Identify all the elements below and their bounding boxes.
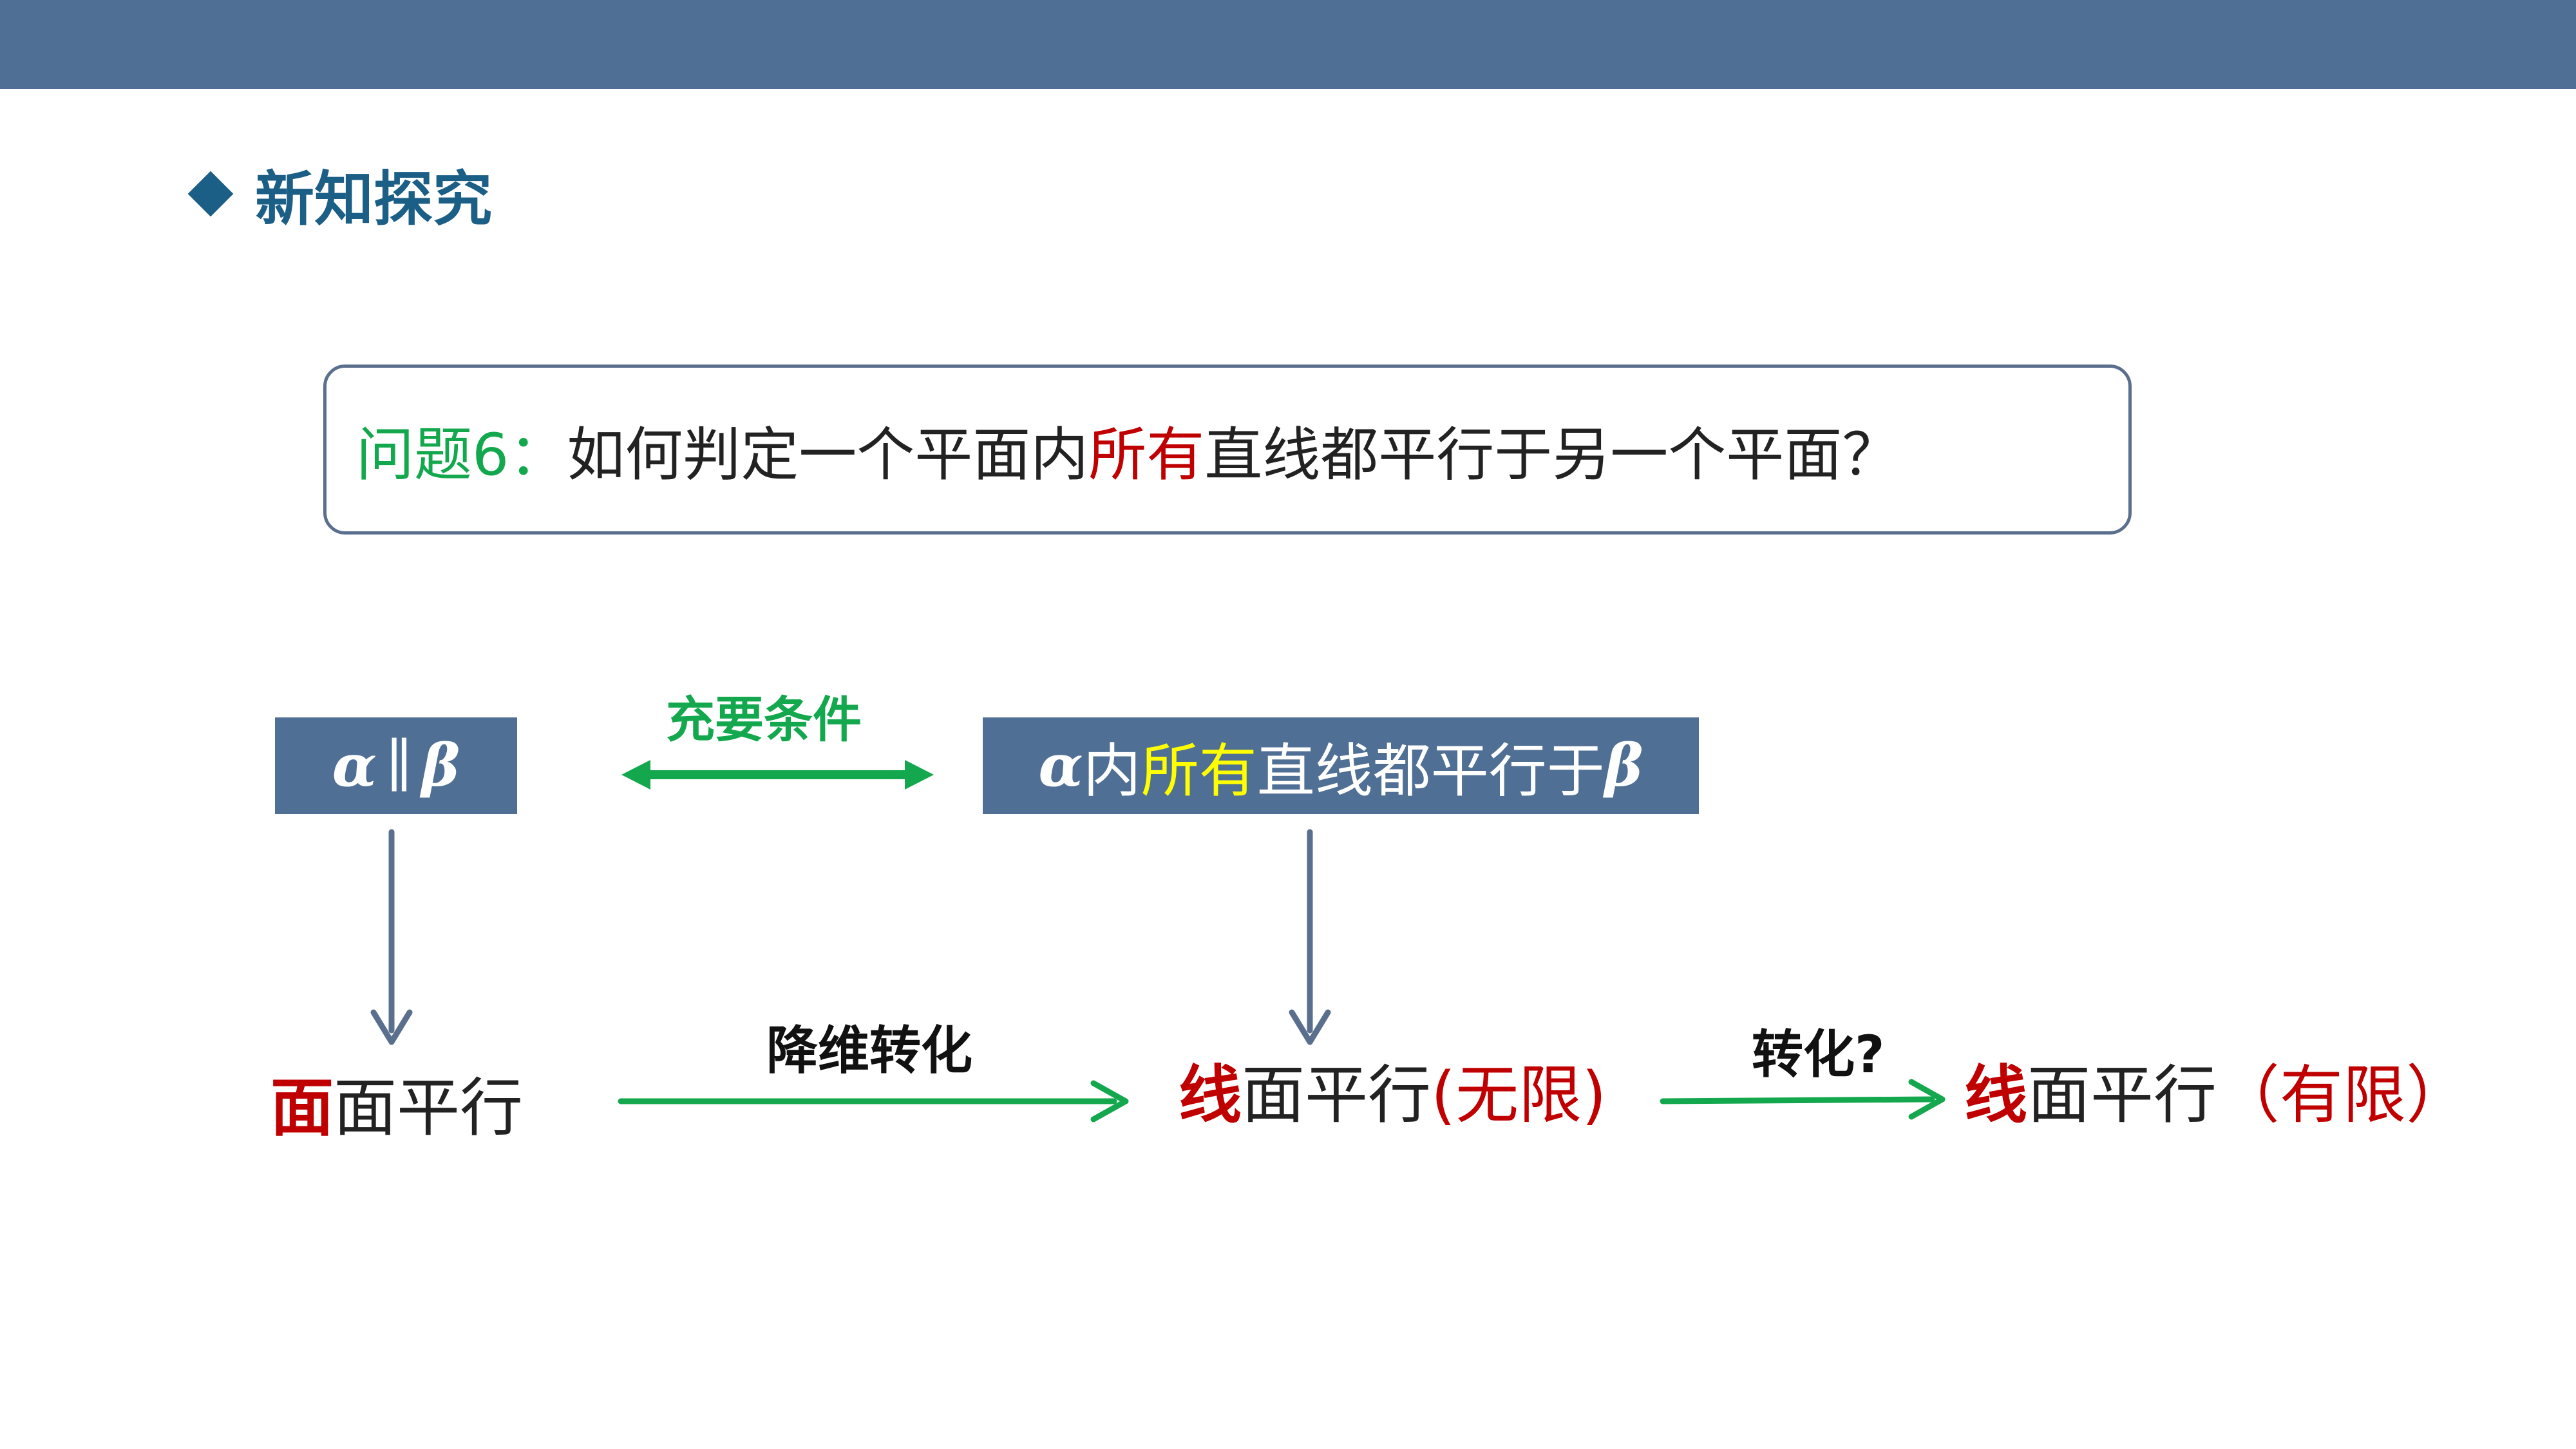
- alpha-symbol: α: [332, 732, 377, 800]
- top-bar: [0, 0, 2576, 89]
- question-text-part2: 直线都平行于另一个平面？: [1204, 421, 1900, 489]
- line-face-finite-label: 线面平行（有限）: [1964, 1064, 2469, 1127]
- all-lines-highlight: 所有: [1141, 737, 1257, 805]
- line-face-infinite-rest: 面平行: [1242, 1059, 1432, 1132]
- all-lines-box: α 内 所有 直线都平行于 β: [983, 717, 1699, 814]
- transform-arrow: [1660, 1079, 1946, 1120]
- face-face-emph: 面: [270, 1072, 334, 1145]
- all-lines-text-part1: 内: [1083, 737, 1141, 805]
- down-arrow-right: [1289, 829, 1331, 1045]
- reduce-dimension-label: 降维转化: [766, 1021, 972, 1081]
- question-box: 问题6： 如何判定一个平面内 所有 直线都平行于另一个平面？: [323, 365, 2132, 535]
- question-highlight: 所有: [1088, 421, 1205, 489]
- beta-symbol: β: [421, 732, 460, 800]
- line-face-infinite-emph: 线: [1179, 1059, 1242, 1132]
- section-heading: 新知探究: [185, 152, 492, 236]
- section-heading-text: 新知探究: [255, 164, 493, 234]
- line-face-finite-emph: 线: [1964, 1059, 2028, 1132]
- face-face-parallel-label: 面面平行: [270, 1077, 523, 1140]
- alpha-symbol: α: [1038, 732, 1083, 800]
- line-face-finite-qualifier: （有限）: [2217, 1059, 2470, 1132]
- diamond-icon: [187, 171, 234, 217]
- line-face-infinite-qualifier: (无限): [1431, 1059, 1607, 1132]
- equivalence-arrow: [621, 760, 934, 790]
- parallel-sign: ∥: [385, 732, 413, 800]
- equivalence-label: 充要条件: [666, 691, 862, 748]
- beta-symbol: β: [1604, 732, 1643, 800]
- line-face-infinite-label: 线面平行(无限): [1179, 1064, 1607, 1127]
- transform-question-label: 转化?: [1752, 1025, 1885, 1084]
- plane-parallel-box: α ∥ β: [275, 717, 517, 814]
- line-face-finite-rest: 面平行: [2027, 1059, 2217, 1132]
- face-face-rest: 面平行: [334, 1072, 524, 1145]
- reduce-dimension-arrow: [618, 1080, 1129, 1122]
- question-text-part1: 如何判定一个平面内: [567, 421, 1089, 489]
- question-label: 问题6：: [356, 421, 567, 489]
- down-arrow-left: [370, 829, 413, 1045]
- all-lines-text-part2: 直线都平行于: [1256, 737, 1605, 805]
